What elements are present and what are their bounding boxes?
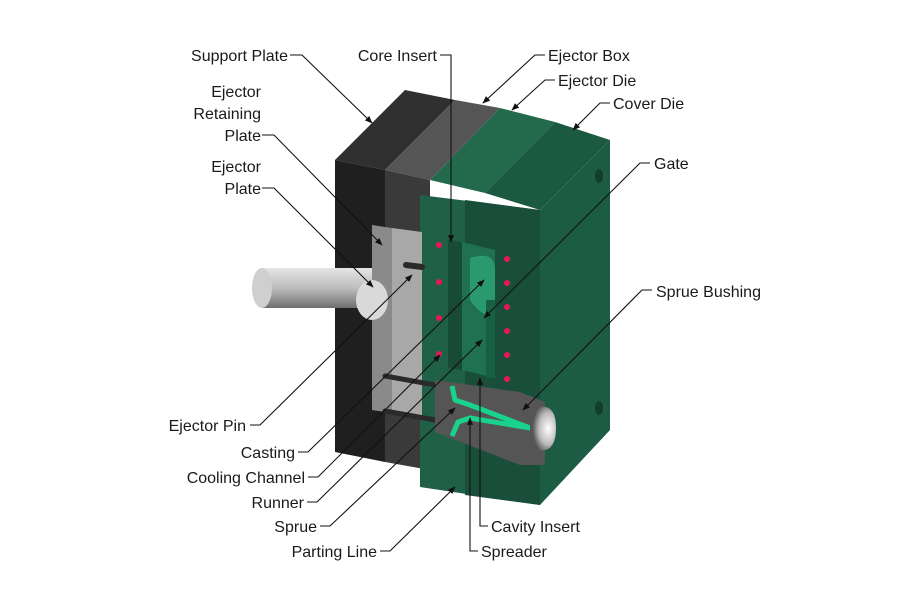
label-casting: Casting [241,445,295,462]
label-cover-die: Cover Die [613,96,684,113]
label-ejector-retaining-plate-1: Ejector [211,84,261,101]
cover-die-side [540,140,610,505]
ejector-rod [252,268,388,320]
cavity-insert-shape [486,300,495,378]
label-ejector-box: Ejector Box [548,48,630,65]
cover-die [485,122,610,210]
mount-hole [595,169,603,183]
ejector-die [430,108,555,193]
label-sprue: Sprue [274,519,317,536]
label-sprue-bushing: Sprue Bushing [656,284,761,301]
sprue-bushing-shape [530,406,556,451]
label-runner: Runner [252,495,305,512]
label-ejector-pin: Ejector Pin [169,418,246,435]
label-core-insert: Core Insert [358,48,438,65]
label-spreader: Spreader [481,544,547,561]
labels: Support Plate Core Insert Ejector Box Ej… [169,48,761,561]
ejector-box [385,100,500,180]
mount-hole [595,401,603,415]
label-cooling-channel: Cooling Channel [187,470,305,487]
support-plate [335,90,455,170]
label-cavity-insert: Cavity Insert [491,519,580,536]
ejector-plate-shape [392,228,422,420]
label-ejector-die: Ejector Die [558,73,636,90]
cooling-channel-dots [436,242,510,382]
ejector-retaining-plate-shape [372,225,392,413]
label-support-plate: Support Plate [191,48,288,65]
label-ejector-retaining-plate-3: Plate [225,128,262,145]
mold-body [252,90,610,505]
core-insert-shape [448,240,462,370]
label-ejector-plate-2: Plate [225,181,262,198]
leader-lines [250,54,652,552]
label-parting-line: Parting Line [292,544,377,561]
label-ejector-plate-1: Ejector [211,159,261,176]
label-gate: Gate [654,156,689,173]
label-ejector-retaining-plate-2: Retaining [193,106,261,123]
